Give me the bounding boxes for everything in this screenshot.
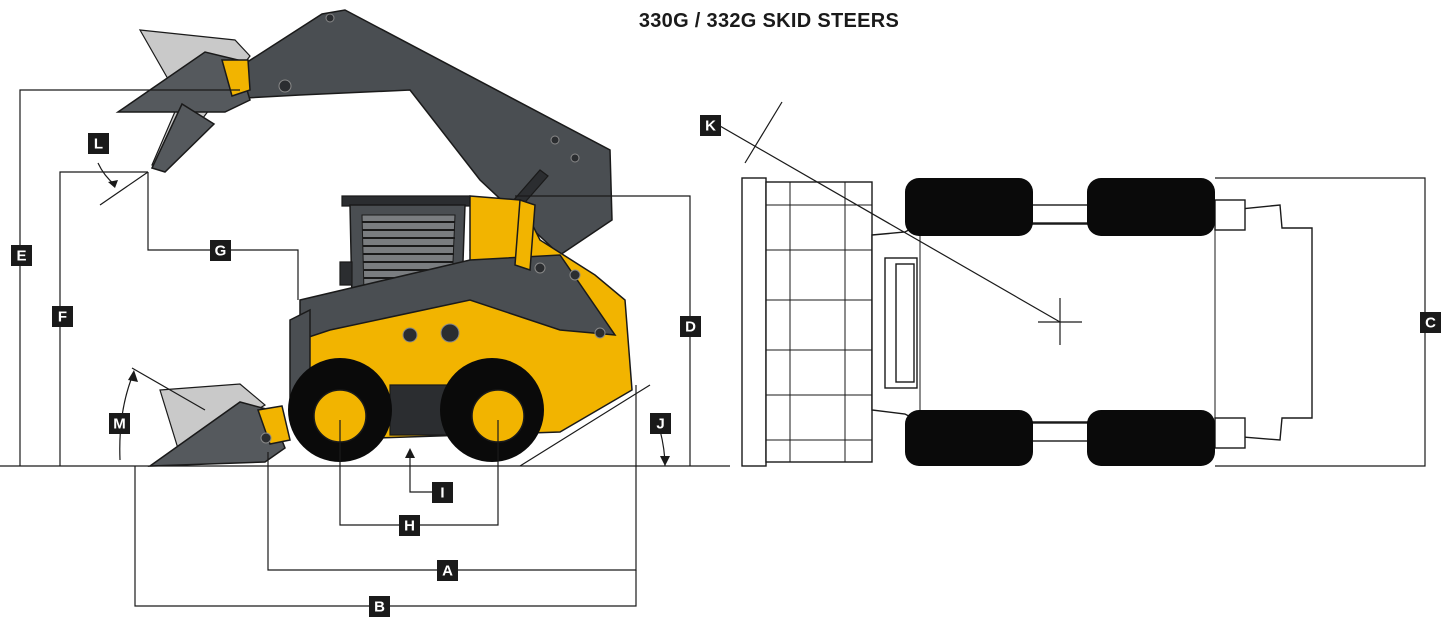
svg-text:A: A [442, 563, 453, 580]
svg-text:E: E [16, 248, 26, 265]
dim-line-F [59, 171, 148, 466]
svg-text:D: D [685, 319, 696, 336]
svg-text:M: M [113, 416, 126, 433]
dim-line-K [719, 125, 1061, 323]
label-M: M [109, 413, 130, 434]
dim-line-M [131, 367, 206, 411]
label-C: C [1420, 312, 1441, 333]
top-view-bucket [741, 177, 873, 467]
label-G: G [210, 240, 231, 261]
label-K: K [700, 115, 721, 136]
top-view-tire-front-left [905, 178, 1033, 236]
dim-line-J [519, 384, 651, 467]
top-view-chassis [871, 199, 1313, 449]
svg-text:K: K [705, 118, 716, 135]
svg-text:C: C [1425, 315, 1436, 332]
lowered-bucket [147, 383, 291, 467]
label-E: E [11, 245, 32, 266]
dim-line-I [409, 452, 432, 493]
diagram-title: 330G / 332G SKID STEERS [0, 10, 1448, 33]
label-I: I [432, 482, 453, 503]
svg-text:G: G [215, 243, 227, 260]
svg-text:I: I [440, 485, 444, 502]
front-wheel [288, 358, 392, 462]
top-view-tire-front-right [905, 410, 1033, 466]
label-J: J [650, 413, 671, 434]
label-L: L [88, 133, 109, 154]
svg-text:J: J [656, 416, 664, 433]
top-view-tire-rear-right [1087, 410, 1215, 466]
label-H: H [399, 515, 420, 536]
raised-bucket [115, 29, 251, 173]
top-view [719, 101, 1426, 467]
rear-wheel [440, 358, 544, 462]
dim-arc-K [744, 101, 783, 164]
top-view-tire-rear-left [1087, 178, 1215, 236]
dim-line-D [515, 195, 691, 466]
label-D: D [680, 316, 701, 337]
label-A: A [437, 560, 458, 581]
dim-line-B [134, 466, 637, 607]
dim-line-L [99, 171, 149, 206]
machine-body [289, 195, 633, 441]
label-B: B [369, 596, 390, 617]
dim-line-E [19, 89, 240, 466]
svg-text:F: F [58, 309, 67, 326]
diagram-title-text: 330G / 332G SKID STEERS [638, 10, 900, 32]
label-F: F [52, 306, 73, 327]
side-view [0, 9, 730, 607]
svg-text:L: L [94, 136, 103, 153]
svg-text:B: B [374, 599, 385, 616]
svg-text:H: H [404, 518, 415, 535]
dim-line-G [147, 172, 299, 300]
